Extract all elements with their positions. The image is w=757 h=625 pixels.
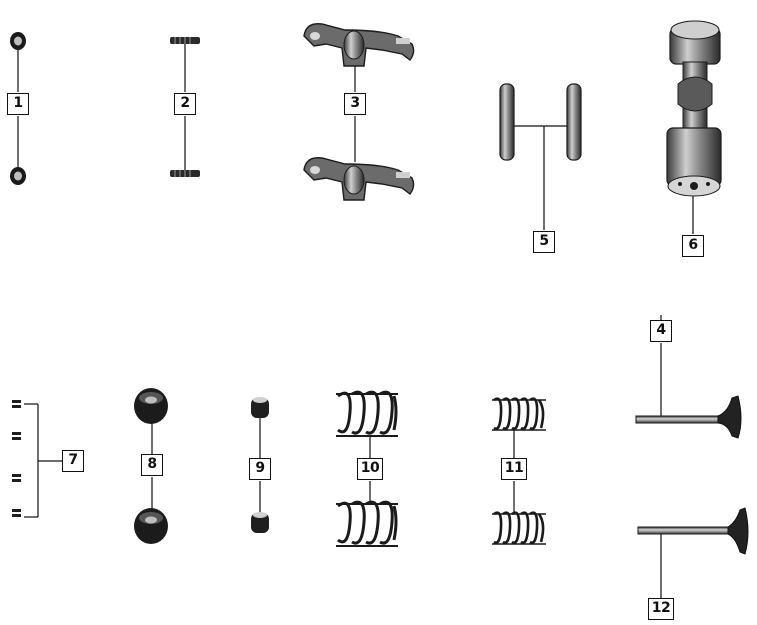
- part-8-retainers: [134, 388, 168, 544]
- part-9-stem-seals: [251, 397, 269, 533]
- part-10-outer-springs: [336, 390, 398, 547]
- callout-10: 10: [357, 458, 383, 480]
- callout-12: 12: [648, 598, 674, 620]
- callout-1: 1: [7, 93, 29, 115]
- part-1-nuts: [10, 32, 26, 185]
- part-2-studs: [170, 37, 200, 177]
- callout-3: 3: [344, 93, 366, 115]
- callout-7: 7: [62, 450, 84, 472]
- leader-lines: [17, 44, 694, 598]
- part-11-inner-springs: [492, 397, 546, 545]
- part-4-valve: [635, 395, 742, 439]
- callout-8: 8: [141, 454, 163, 476]
- callout-4: 4: [650, 320, 672, 342]
- part-6-camshaft: [666, 20, 722, 197]
- callout-2: 2: [174, 93, 196, 115]
- part-7-cotters: [12, 400, 21, 517]
- callout-9: 9: [249, 458, 271, 480]
- callout-6: 6: [682, 235, 704, 257]
- part-12-valve: [637, 507, 749, 555]
- part-5-pins: [499, 83, 582, 161]
- part-3-rocker-arms: [303, 23, 415, 201]
- callout-11: 11: [501, 458, 527, 480]
- callout-5: 5: [533, 231, 555, 253]
